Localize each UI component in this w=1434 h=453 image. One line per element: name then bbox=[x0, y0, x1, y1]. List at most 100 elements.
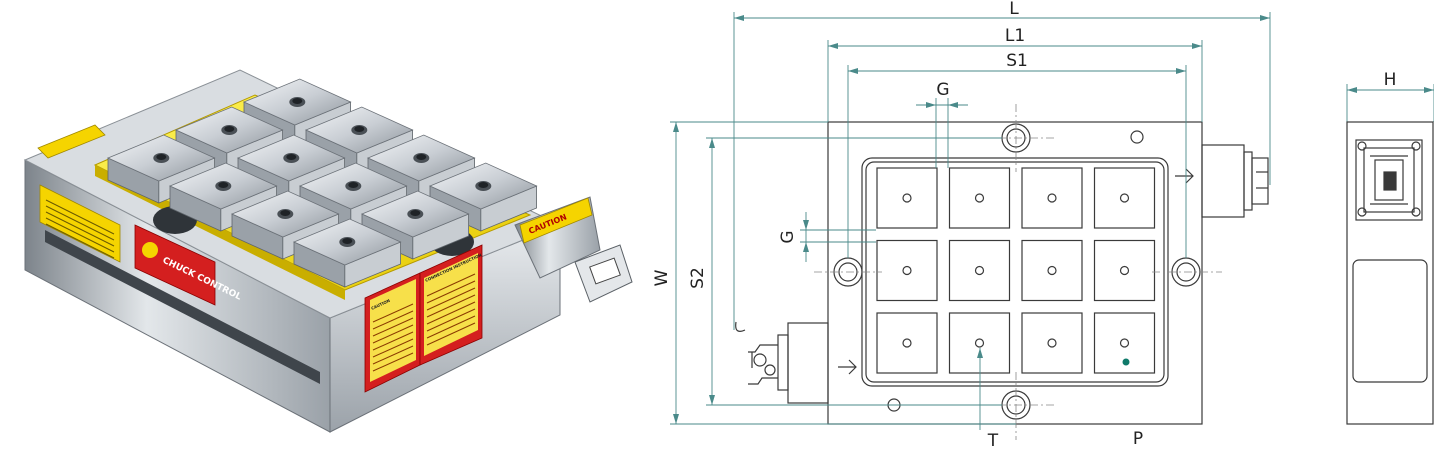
grid-block bbox=[1093, 312, 1156, 374]
grid-block-hole bbox=[1047, 265, 1057, 276]
grid-block bbox=[1021, 167, 1083, 229]
dim-L1: L1 bbox=[1005, 26, 1025, 46]
dim-G-top: G bbox=[936, 80, 949, 100]
dim-W: W bbox=[652, 269, 672, 286]
label-line bbox=[426, 315, 476, 339]
dim-P: P bbox=[1133, 429, 1143, 449]
top-view-block-grid bbox=[876, 167, 1156, 374]
side-connector-pin bbox=[1383, 171, 1397, 191]
block-hole-inner bbox=[410, 210, 421, 216]
grid-block bbox=[876, 239, 938, 302]
label-text-lines bbox=[45, 199, 476, 372]
block-hole-inner bbox=[286, 154, 297, 160]
block-hole-inner bbox=[224, 126, 235, 132]
vise-product-illustration: CHUCK CONTROL CAUTION CONNECTION INSTRUC… bbox=[23, 69, 633, 433]
left-connector-ring bbox=[777, 334, 789, 391]
caution-label-connector bbox=[519, 197, 593, 244]
grid-block-hole bbox=[902, 265, 912, 276]
dim-S2: S2 bbox=[688, 267, 708, 289]
right-connector-body bbox=[1201, 144, 1245, 218]
grid-block-hole bbox=[974, 193, 985, 203]
pin-hole-top-right bbox=[1130, 130, 1144, 144]
label-line bbox=[426, 287, 476, 311]
side-view-body bbox=[1346, 121, 1434, 425]
label-line bbox=[45, 223, 115, 259]
label-line bbox=[372, 352, 414, 372]
side-slot bbox=[45, 230, 320, 384]
label-line bbox=[372, 345, 414, 365]
block-hole-inner bbox=[348, 182, 359, 188]
side-screw-br bbox=[1411, 207, 1421, 217]
p-marker bbox=[1122, 358, 1130, 366]
grid-block bbox=[948, 167, 1011, 229]
hole-centerlines bbox=[814, 104, 1222, 440]
dim-T: T bbox=[987, 431, 999, 449]
side-screw-tr bbox=[1411, 141, 1421, 151]
label-line bbox=[45, 205, 115, 241]
dim-H: H bbox=[1384, 70, 1397, 90]
label-line bbox=[372, 331, 414, 351]
label-line bbox=[426, 322, 476, 346]
block-hole-inner bbox=[342, 238, 353, 244]
right-connector-plug bbox=[1251, 157, 1269, 205]
label-line bbox=[372, 310, 414, 330]
grid-block bbox=[876, 167, 938, 229]
grid-block bbox=[1093, 167, 1156, 229]
top-view-body bbox=[827, 121, 1203, 425]
connector-pin-block bbox=[589, 257, 621, 285]
label-line bbox=[426, 273, 476, 297]
grid-block bbox=[876, 312, 938, 374]
side-connector-frame bbox=[1355, 139, 1423, 221]
label-line bbox=[426, 294, 476, 318]
caution-label-front-inner bbox=[370, 279, 416, 382]
grid-block-hole bbox=[974, 338, 985, 348]
label-line bbox=[426, 308, 476, 332]
grid-block-hole bbox=[1119, 265, 1130, 276]
label-line bbox=[426, 301, 476, 325]
block-hole-inner bbox=[156, 154, 167, 160]
label-line bbox=[372, 338, 414, 358]
grid-block bbox=[1093, 239, 1156, 302]
block-hole-inner bbox=[416, 154, 427, 160]
grid-block-hole bbox=[902, 338, 912, 348]
block-hole-inner bbox=[478, 182, 489, 188]
dimension-lines bbox=[670, 12, 1434, 430]
left-connector-knob-2 bbox=[764, 364, 776, 376]
label-line bbox=[45, 217, 115, 253]
side-view-drawing bbox=[1346, 121, 1434, 425]
top-view-plate bbox=[861, 157, 1169, 387]
grid-block-hole bbox=[1047, 338, 1057, 348]
clamp-block bbox=[292, 218, 402, 288]
dim-G-side: G bbox=[778, 230, 798, 243]
right-connector-ring bbox=[1243, 151, 1253, 211]
side-view-window bbox=[1352, 259, 1428, 383]
left-connector-body bbox=[787, 322, 829, 404]
label-line bbox=[372, 317, 414, 337]
label-line bbox=[45, 211, 115, 247]
label-line bbox=[45, 199, 115, 235]
flow-arrow-right-icon bbox=[1175, 168, 1194, 184]
top-view-drawing bbox=[735, 104, 1269, 440]
grid-block bbox=[948, 312, 1011, 374]
clamp-blocks bbox=[106, 78, 538, 288]
top-label-yellow bbox=[37, 124, 106, 159]
grid-block-hole bbox=[902, 193, 912, 203]
block-hole-inner bbox=[218, 182, 229, 188]
dim-L: L bbox=[1009, 0, 1019, 19]
grid-block bbox=[1021, 312, 1083, 374]
side-screw-tl bbox=[1357, 141, 1367, 151]
side-connector-inner bbox=[1363, 147, 1415, 213]
label-line bbox=[372, 303, 414, 323]
brand-logo-icon bbox=[142, 242, 158, 258]
grid-block bbox=[1021, 239, 1083, 302]
grid-block-hole bbox=[1119, 338, 1130, 348]
grid-block bbox=[948, 239, 1011, 302]
label-line bbox=[372, 324, 414, 344]
block-hole-inner bbox=[292, 98, 303, 104]
grid-block-hole bbox=[1047, 193, 1057, 203]
flow-arrow-left-icon bbox=[838, 359, 857, 375]
side-connector-core bbox=[1374, 159, 1404, 201]
left-connector-knob bbox=[753, 353, 767, 367]
